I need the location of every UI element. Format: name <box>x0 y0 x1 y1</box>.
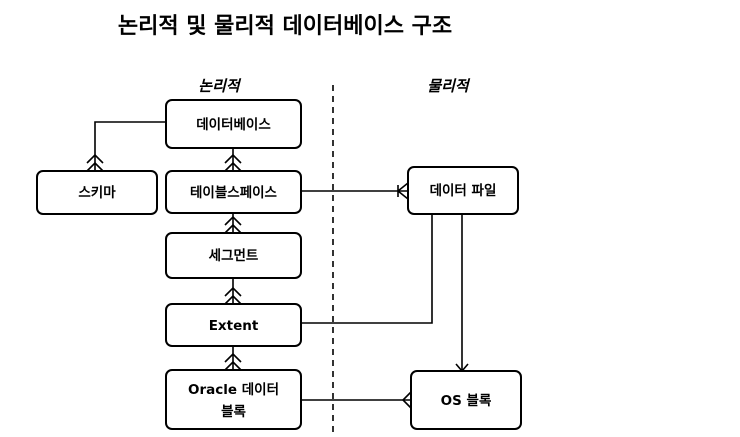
node-os-block: OS 블록 <box>410 370 522 430</box>
oracle-block-label-line1: Oracle 데이터 <box>188 381 279 398</box>
datafile-box <box>407 166 519 215</box>
crowfoot-datafile <box>396 182 409 200</box>
logical-header: 논리적 <box>198 77 242 95</box>
crowfoot-extent <box>224 286 242 305</box>
schema-label: 스키마 <box>78 185 116 201</box>
crowfoot-segment <box>224 215 242 234</box>
crowfoot-oracleblock <box>224 352 242 371</box>
node-datafile: 데이터 파일 <box>407 166 519 215</box>
tablespace-box <box>165 170 302 214</box>
database-box <box>165 99 302 149</box>
node-oracle-block: Oracle 데이터 블록 <box>165 369 302 430</box>
physical-header: 물리적 <box>427 77 471 95</box>
crowfoot-osblock-left <box>401 391 412 409</box>
connectors <box>86 121 469 409</box>
os-block-label: OS 블록 <box>441 393 492 409</box>
crowfoot-schema <box>86 153 104 172</box>
tablespace-label: 테이블스페이스 <box>190 184 278 201</box>
connector-datafile-extent <box>301 214 433 324</box>
node-tablespace: 테이블스페이스 <box>165 170 302 214</box>
node-schema: 스키마 <box>36 170 158 215</box>
datafile-label: 데이터 파일 <box>430 182 497 199</box>
connector-database-schema <box>94 121 166 171</box>
database-label: 데이터베이스 <box>196 116 271 133</box>
schema-box <box>36 170 158 215</box>
diagram-title: 논리적 및 물리적 데이터베이스 구조 <box>118 14 452 39</box>
extent-label: Extent <box>209 318 259 334</box>
crowfoot-tablespace <box>224 153 242 172</box>
os-block-box <box>410 370 522 430</box>
node-database: 데이터베이스 <box>165 99 302 149</box>
extent-box <box>165 303 302 347</box>
oracle-block-box <box>165 369 302 430</box>
oracle-block-label-line2: 블록 <box>221 404 246 420</box>
segment-label: 세그먼트 <box>209 247 259 264</box>
node-extent: Extent <box>165 303 302 347</box>
node-segment: 세그먼트 <box>165 232 302 279</box>
segment-box <box>165 232 302 279</box>
